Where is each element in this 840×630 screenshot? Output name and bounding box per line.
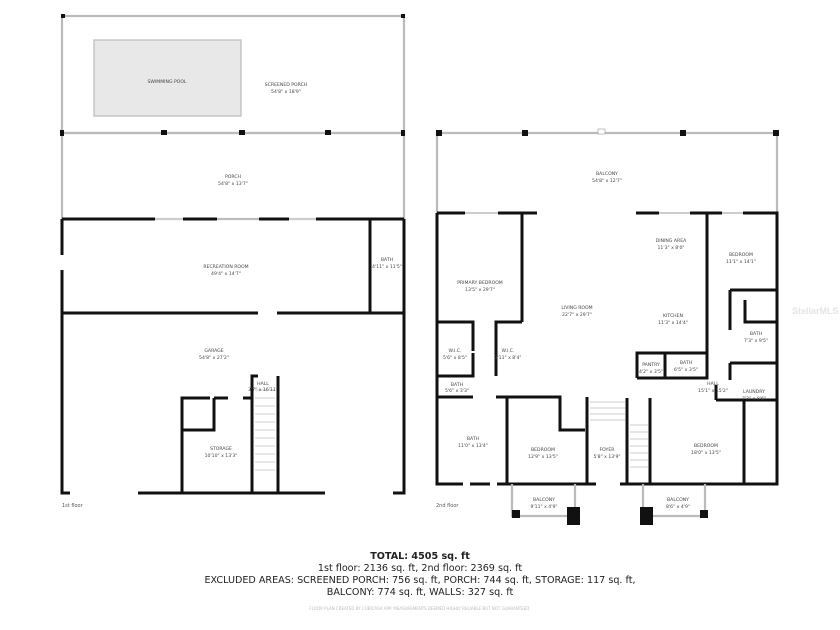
room-name: W.I.C. bbox=[502, 348, 515, 354]
room-name: STORAGE bbox=[210, 446, 232, 452]
small-balcony-posts bbox=[512, 507, 708, 525]
room-name: LIVING ROOM bbox=[561, 305, 592, 311]
room-dims: 7'3" x 8'6" bbox=[742, 396, 766, 402]
watermark: StellarMLS bbox=[792, 306, 839, 316]
room-name: BEDROOM bbox=[531, 447, 555, 453]
room-dims: 6'5" x 3'5" bbox=[674, 367, 698, 373]
room-dims: 9'11" x 4'9" bbox=[530, 504, 557, 510]
room-dims: 3'7" x 16'11" bbox=[248, 387, 278, 393]
porch-outline bbox=[60, 131, 406, 221]
porch-posts bbox=[60, 14, 405, 136]
first-floor-walls bbox=[60, 217, 406, 495]
room-dims: 4'2" x 3'5" bbox=[639, 369, 663, 375]
room-dims: 49'4" x 14'7" bbox=[211, 271, 241, 277]
room-dims: 11'3" x 8'0" bbox=[657, 245, 684, 251]
room-name: BATH bbox=[680, 360, 692, 366]
balcony-railing bbox=[435, 131, 779, 213]
room-dims: 7'3" x 9'5" bbox=[744, 338, 768, 344]
room-dims: 5'6" x 8'5" bbox=[443, 355, 467, 361]
room-name: BALCONY bbox=[667, 497, 689, 503]
room-name: DINING AREA bbox=[656, 238, 687, 244]
room-name: BATH bbox=[381, 257, 393, 263]
room-dims: 12'9" x 13'5" bbox=[528, 454, 558, 460]
room-dims: 11'1" x 14'1" bbox=[726, 259, 756, 265]
room-name: HALL bbox=[707, 381, 719, 387]
first-floor-plan: SWIMMING POOL SCREENED PORCH 54'8" x 18'… bbox=[60, 14, 406, 509]
swimming-pool bbox=[93, 39, 242, 117]
room-name: BEDROOM bbox=[694, 443, 718, 449]
total-area: TOTAL: 4505 sq. ft bbox=[370, 551, 470, 562]
room-name: PANTRY bbox=[642, 362, 660, 368]
room-dims: 15'1" x 15'2" bbox=[698, 388, 728, 394]
room-name: KITCHEN bbox=[663, 313, 683, 319]
room-name: SWIMMING POOL bbox=[147, 79, 187, 85]
first-floor-stairs bbox=[255, 389, 275, 471]
room-dims: 13'5" x 29'7" bbox=[465, 287, 495, 293]
room-dims: 5'6" x 3'3" bbox=[445, 388, 469, 394]
second-floor-stairs bbox=[590, 401, 648, 468]
room-dims: 11'3" x 14'4" bbox=[658, 320, 688, 326]
second-floor-label: 2nd floor bbox=[436, 503, 459, 509]
room-name: HALL bbox=[257, 381, 269, 387]
room-name: PRIMARY BEDROOM bbox=[457, 280, 503, 286]
room-dims: 4'11" x 11'5" bbox=[372, 264, 402, 270]
second-floor-walls bbox=[435, 211, 779, 486]
room-dims: 5'8" x 13'9" bbox=[593, 454, 620, 460]
area-summary: TOTAL: 4505 sq. ft 1st floor: 2136 sq. f… bbox=[0, 551, 840, 612]
room-name: SCREENED PORCH bbox=[265, 82, 307, 88]
room-dims: 22'7" x 29'7" bbox=[562, 312, 592, 318]
room-dims: 10'10" x 13'3" bbox=[205, 453, 238, 459]
room-dims: 3'11" x 8'4" bbox=[494, 355, 521, 361]
room-name: RECREATION ROOM bbox=[203, 264, 248, 270]
room-name: GARAGE bbox=[204, 348, 223, 354]
room-dims: 8'6" x 4'9" bbox=[666, 504, 690, 510]
room-name: BATH bbox=[451, 382, 463, 388]
excluded-areas-line-2: BALCONY: 774 sq. ft, WALLS: 327 sq. ft bbox=[326, 587, 514, 598]
room-dims: 54'8" x 27'2" bbox=[199, 355, 229, 361]
room-name: BATH bbox=[750, 331, 762, 337]
room-dims: 54'8" x 18'9" bbox=[271, 89, 301, 95]
room-name: BEDROOM bbox=[729, 252, 753, 258]
room-name: BALCONY bbox=[596, 171, 618, 177]
room-dims: 54'8" x 12'7" bbox=[592, 178, 622, 184]
first-floor-label: 1st floor bbox=[62, 503, 84, 509]
floor-areas: 1st floor: 2136 sq. ft, 2nd floor: 2369 … bbox=[317, 563, 523, 574]
second-floor-plan: BALCONY 54'8" x 12'7" PRIMARY BEDROOM 13… bbox=[435, 128, 779, 525]
room-name: PORCH bbox=[225, 174, 241, 180]
room-dims: 11'0" x 13'4" bbox=[458, 443, 488, 449]
disclaimer: FLOOR PLAN CREATED BY CUBICASA APP. MEAS… bbox=[309, 606, 531, 611]
balcony-posts bbox=[436, 130, 779, 136]
room-dims: 18'0" x 13'5" bbox=[691, 450, 721, 456]
excluded-areas-line-1: EXCLUDED AREAS: SCREENED PORCH: 756 sq. … bbox=[204, 575, 636, 586]
room-name: W.I.C. bbox=[449, 348, 462, 354]
room-name: BATH bbox=[467, 436, 479, 442]
room-name: FOYER bbox=[600, 447, 616, 453]
room-name: LAUNDRY bbox=[743, 389, 765, 395]
room-dims: 54'8" x 13'7" bbox=[218, 181, 248, 187]
room-name: BALCONY bbox=[533, 497, 555, 503]
